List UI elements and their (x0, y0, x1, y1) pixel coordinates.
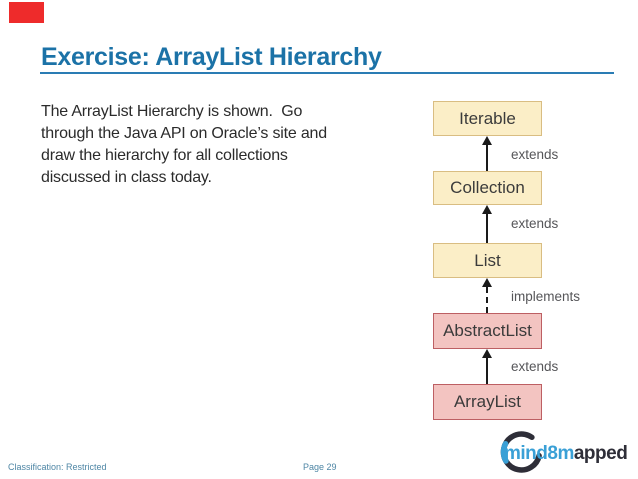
body-line: discussed in class today. (41, 169, 212, 186)
logo-ring-icon (500, 431, 543, 473)
edge-arraylist-abstractlist (486, 358, 488, 384)
red-marker (9, 2, 44, 23)
mindsmapped-logo: mind8mapped (495, 427, 637, 477)
page-number: Page 29 (303, 462, 337, 472)
edge-label-implements: implements (511, 289, 581, 304)
node-collection: Collection (433, 171, 542, 205)
node-abstractlist: AbstractList (433, 313, 542, 349)
page-title: Exercise: ArrayList Hierarchy (41, 43, 382, 71)
classification-label: Classification: Restricted (8, 462, 107, 472)
body-line: through the Java API on Oracle’s site an… (41, 125, 327, 142)
edge-collection-iterable (486, 145, 488, 171)
arrow-up-icon (482, 136, 492, 145)
arrow-up-icon (482, 205, 492, 214)
node-iterable: Iterable (433, 101, 542, 136)
node-list: List (433, 243, 542, 278)
logo-wordmark: mind8mapped (504, 443, 628, 465)
arrow-up-icon (482, 349, 492, 358)
node-arraylist: ArrayList (433, 384, 542, 420)
edge-label-extends: extends (511, 147, 559, 162)
logo-text-dark: apped (573, 443, 628, 464)
body-line: draw the hierarchy for all collections (41, 147, 288, 164)
edge-list-collection (486, 214, 488, 243)
edge-label-extends: extends (511, 359, 559, 374)
logo-text-blue: mind8m (504, 443, 574, 464)
arrow-up-icon (482, 278, 492, 287)
edge-label-extends: extends (511, 216, 559, 231)
title-underline (40, 72, 614, 74)
edge-abstractlist-list (486, 287, 488, 313)
body-line: The ArrayList Hierarchy is shown. Go (41, 103, 303, 120)
body-text: The ArrayList Hierarchy is shown. Go thr… (41, 101, 327, 189)
